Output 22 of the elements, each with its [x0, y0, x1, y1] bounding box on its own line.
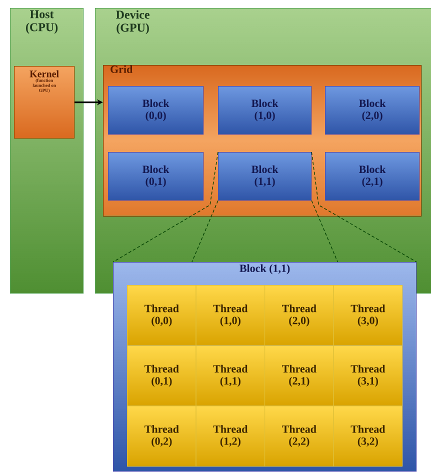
thread-cell: Thread (3,1)	[333, 345, 403, 406]
block-box: Block (1,1)	[218, 152, 312, 201]
thread-cell: Thread (1,0)	[196, 285, 266, 346]
thread-cell: Thread (3,2)	[333, 406, 403, 467]
block-box: Block (0,0)	[108, 86, 204, 135]
dashed-line	[112, 152, 218, 262]
thread-cell: Thread (0,0)	[127, 285, 196, 346]
thread-cell: Thread (3,0)	[333, 285, 403, 346]
thread-cell: Thread (0,1)	[127, 345, 196, 406]
thread-cell: Thread (2,2)	[264, 406, 334, 467]
block-box: Block (2,1)	[325, 152, 420, 201]
dashed-line	[311, 152, 417, 262]
thread-cell: Thread (1,2)	[196, 406, 266, 467]
thread-cell: Thread (0,2)	[127, 406, 196, 467]
dashed-line	[192, 200, 218, 262]
thread-cell: Thread (2,0)	[264, 285, 334, 346]
thread-cell: Thread (2,1)	[264, 345, 334, 406]
block-box: Block (0,1)	[108, 152, 204, 201]
thread-cell: Thread (1,1)	[196, 345, 266, 406]
block-box: Block (2,0)	[325, 86, 420, 135]
dashed-line	[311, 200, 338, 262]
block-box: Block (1,0)	[218, 86, 312, 135]
